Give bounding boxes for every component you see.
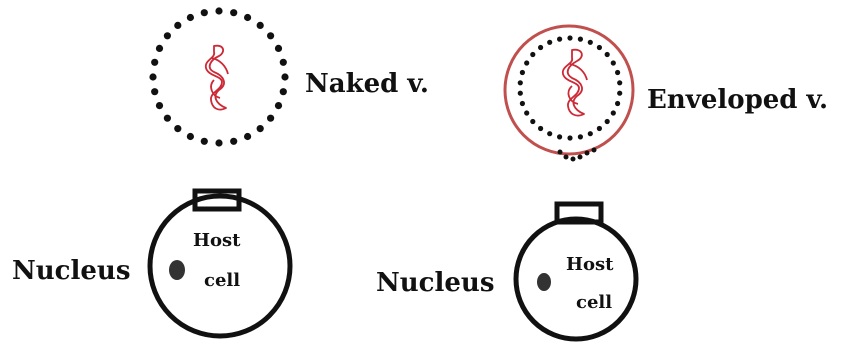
capsid-dot (174, 22, 181, 29)
budding-dot (564, 155, 569, 160)
capsid-dot (605, 119, 610, 124)
capsid-dot (530, 52, 535, 57)
capsid-dot (187, 133, 194, 140)
capsid-dot (615, 101, 620, 106)
nucleus-label-right: Nucleus (376, 270, 494, 296)
capsid-dot (230, 138, 237, 145)
capsid-dot (615, 70, 620, 75)
capsid-dot (538, 45, 543, 50)
budding-dot (585, 151, 590, 156)
capsid-dot (149, 73, 156, 80)
capsid-dot (151, 88, 158, 95)
capsid-dot (524, 110, 529, 115)
capsid-dot (611, 60, 616, 65)
budding-dot (558, 150, 563, 155)
capsid-dot (617, 91, 622, 96)
capsid-dot (578, 37, 583, 42)
capsid-dot (588, 131, 593, 136)
capsid-dot (557, 134, 562, 139)
capsid-dot (215, 7, 222, 14)
capsid-dot (597, 45, 602, 50)
capsid-dot (164, 32, 171, 39)
capsid-dot (588, 40, 593, 45)
capsid-dot (156, 102, 163, 109)
capsid-dot (215, 139, 222, 146)
capsid-dot (174, 125, 181, 132)
capsid-dot (524, 60, 529, 65)
capsid-dot (230, 9, 237, 16)
capsid-dot (617, 80, 622, 85)
capsid-dot (151, 59, 158, 66)
capsid-dot (520, 70, 525, 75)
capsid-dot (164, 115, 171, 122)
capsid-dot (557, 37, 562, 42)
capsid-dot (244, 133, 251, 140)
capsid-dot (257, 22, 264, 29)
host-cell-label-right-line1: Host (566, 256, 613, 274)
capsid-dot (201, 9, 208, 16)
capsid-dot (567, 35, 572, 40)
host-cell-label-left-line2: cell (204, 272, 240, 290)
capsid-dot (530, 119, 535, 124)
capsid-dot (547, 40, 552, 45)
nucleus-right (537, 273, 551, 291)
enveloped-virus-genome (563, 50, 587, 116)
enveloped-virus-label: Enveloped v. (647, 87, 828, 113)
capsid-dot (280, 88, 287, 95)
capsid-dot (518, 80, 523, 85)
budding-dot (578, 155, 583, 160)
capsid-dot (547, 131, 552, 136)
host-cell-label-right-line2: cell (576, 294, 612, 312)
capsid-dot (244, 14, 251, 21)
capsid-dot (267, 32, 274, 39)
naked-virus-label: Naked v. (305, 71, 429, 97)
capsid-dot (156, 45, 163, 52)
capsid-dot (257, 125, 264, 132)
nucleus-label-left: Nucleus (12, 258, 130, 284)
naked-virus-genome (206, 46, 228, 110)
capsid-dot (201, 138, 208, 145)
capsid-dot (520, 101, 525, 106)
budding-dot (592, 148, 597, 153)
capsid-dot (518, 91, 523, 96)
nucleus-left (169, 260, 185, 280)
capsid-dot (538, 126, 543, 131)
host-cell-label-left-line1: Host (193, 232, 240, 250)
budding-dot (571, 157, 576, 162)
capsid-dot (187, 14, 194, 21)
capsid-dot (578, 134, 583, 139)
capsid-dot (267, 115, 274, 122)
capsid-dot (281, 73, 288, 80)
capsid-dot (605, 52, 610, 57)
capsid-dot (611, 110, 616, 115)
capsid-dot (597, 126, 602, 131)
capsid-dot (280, 59, 287, 66)
capsid-dot (567, 135, 572, 140)
capsid-dot (275, 45, 282, 52)
host-cell-right (516, 219, 636, 339)
capsid-dot (275, 102, 282, 109)
